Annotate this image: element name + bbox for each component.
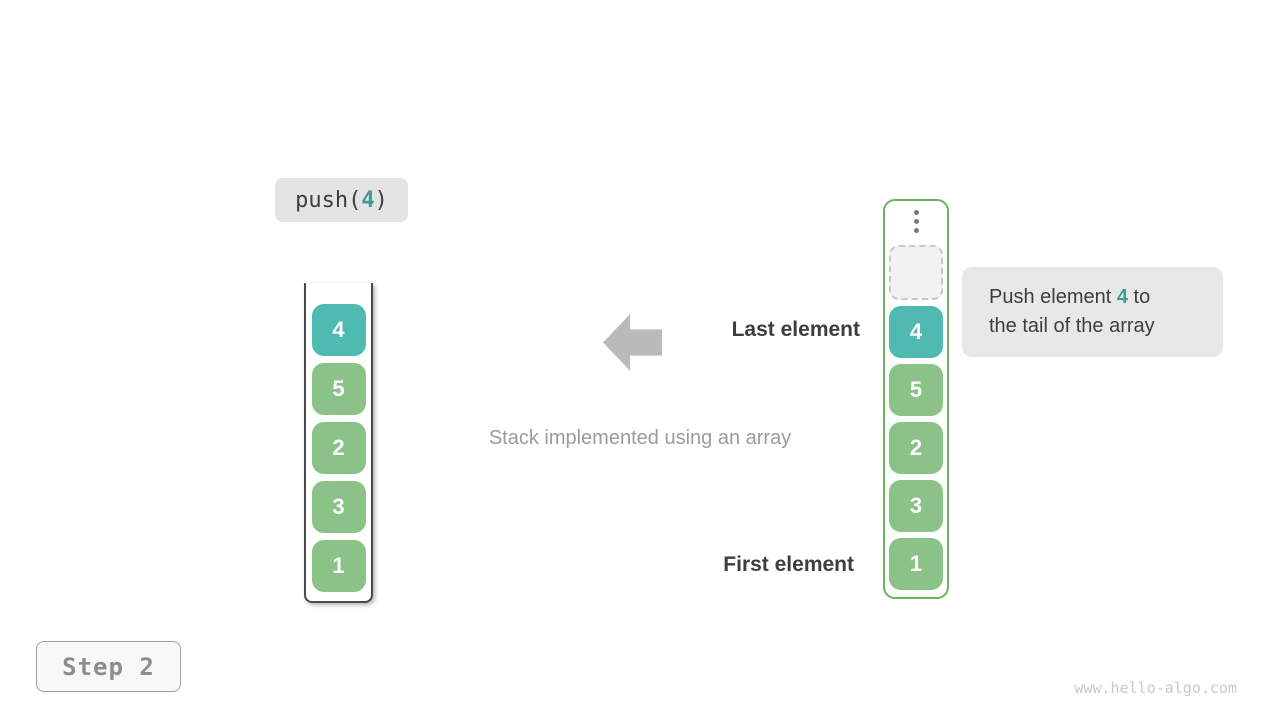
stack-cell: 2: [311, 422, 366, 474]
callout-line2: the tail of the array: [989, 315, 1155, 337]
stack-cell: 1: [311, 540, 366, 592]
push-arg-value: 4: [361, 187, 375, 213]
last-element-label: Last element: [731, 318, 860, 341]
callout-line1-post: to: [1127, 286, 1151, 308]
stack-cell: 3: [311, 481, 366, 533]
ellipsis-dot: [913, 228, 919, 233]
stack-cell: 4: [311, 304, 366, 356]
explanation-callout: Push element 4 to the tail of the array: [962, 267, 1223, 357]
ellipsis-dot: [913, 210, 919, 215]
stack-cell: 4: [889, 306, 943, 358]
first-element-label: First element: [723, 553, 854, 576]
stack-cell: 1: [889, 538, 943, 590]
empty-array-slot: [889, 245, 943, 300]
step-badge: Step 2: [36, 641, 181, 692]
watermark-url: www.hello-algo.com: [1074, 679, 1237, 697]
stack-cell: 5: [311, 363, 366, 415]
push-close-paren: ): [374, 187, 388, 213]
stack-container: 4 5 2 3 1: [304, 283, 373, 603]
push-func-text: push(: [295, 187, 362, 213]
array-container: 4 5 2 3 1: [883, 199, 949, 599]
stack-cell: 3: [889, 480, 943, 532]
arrow-left-icon: [603, 314, 662, 371]
vertical-ellipsis-icon: [913, 210, 919, 233]
ellipsis-dot: [913, 219, 919, 224]
callout-line1-pre: Push element: [989, 286, 1117, 308]
push-operation-label: push(4): [275, 178, 408, 222]
callout-line1-value: 4: [1116, 286, 1128, 308]
stack-cell: 2: [889, 422, 943, 474]
stack-cell: 5: [889, 364, 943, 416]
diagram-caption: Stack implemented using an array: [488, 427, 792, 449]
callout-line1: Push element 4 to: [989, 283, 1223, 312]
